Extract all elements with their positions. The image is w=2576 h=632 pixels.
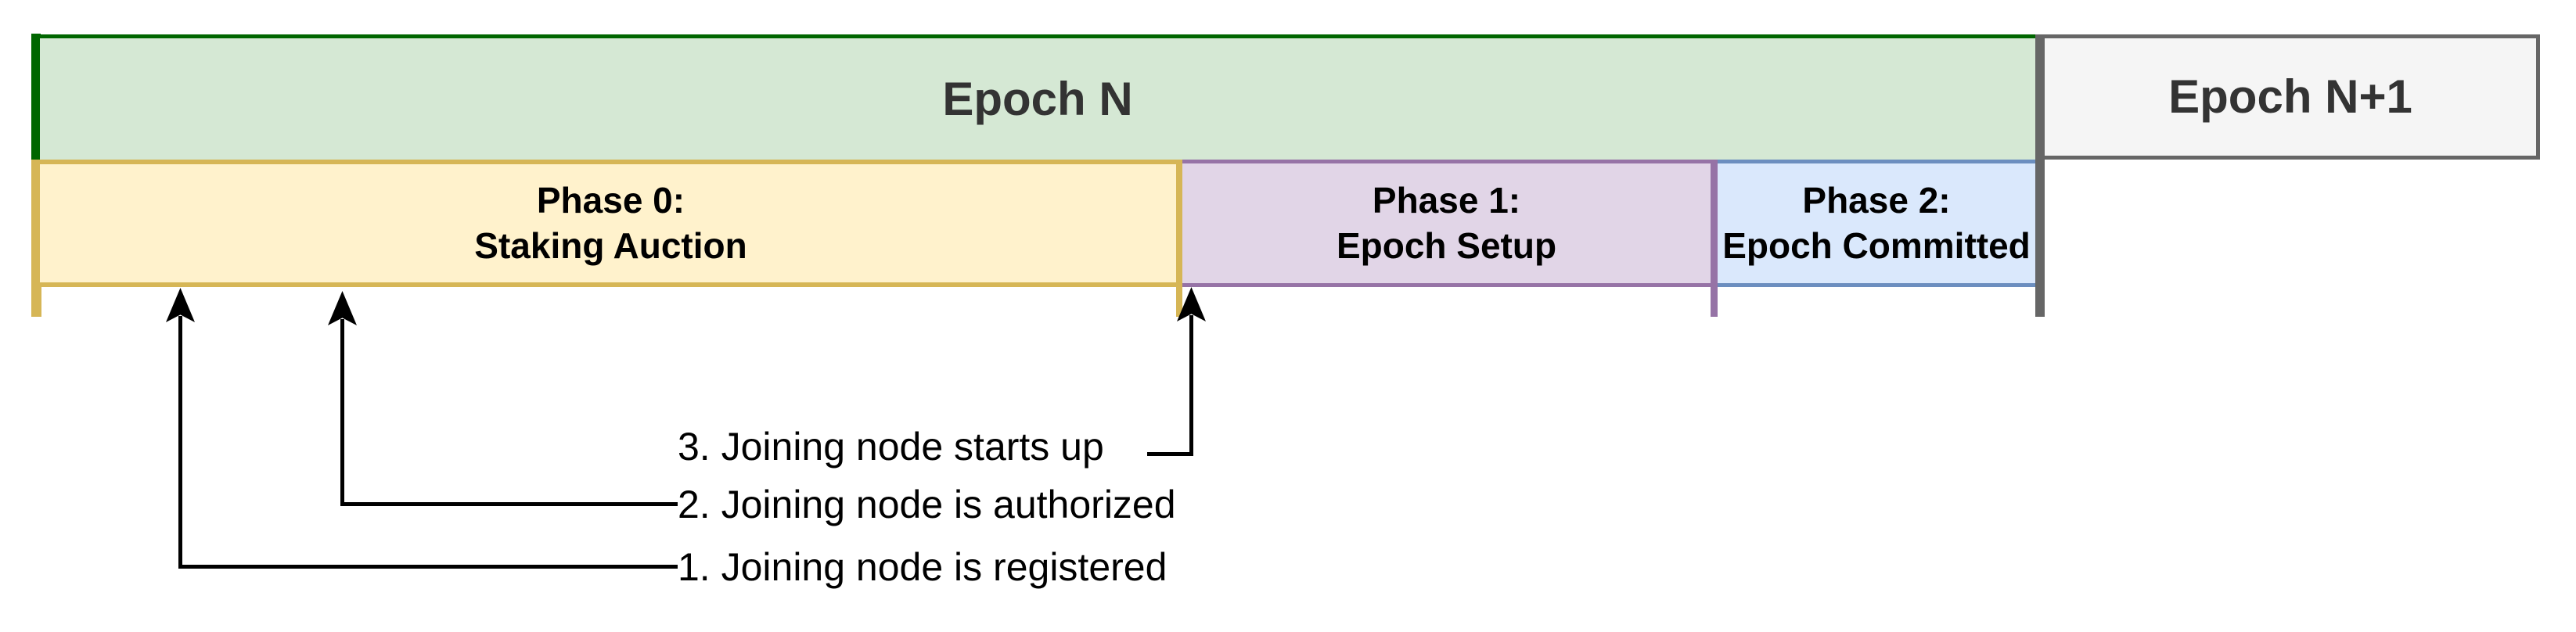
phase-1-line2: Epoch Setup <box>1336 224 1557 266</box>
annotation-3-label: 3. Joining node starts up <box>678 425 1104 469</box>
arrow-2-connector <box>340 502 678 506</box>
phase-2-box: Phase 2: Epoch Committed <box>1718 160 2035 287</box>
arrow-1-shaft <box>178 316 182 569</box>
phase-0-box: Phase 0: Staking Auction <box>40 160 1182 287</box>
phase-0-end-tick <box>1176 160 1182 317</box>
phase-0-label: Phase 0: Staking Auction <box>474 178 747 269</box>
phase-0-start-tick <box>31 160 41 317</box>
annotation-2-label: 2. Joining node is authorized <box>678 483 1176 526</box>
epoch-n-label: Epoch N <box>942 72 1133 125</box>
epoch-boundary-bar <box>2035 34 2045 317</box>
annotation-1-label: 1. Joining node is registered <box>678 545 1167 589</box>
epoch-n-start-tick <box>31 34 41 160</box>
arrow-3-shaft <box>1189 315 1193 456</box>
arrow-2-shaft <box>340 319 344 506</box>
epoch-n1-label: Epoch N+1 <box>2168 70 2412 123</box>
phase-2-label: Phase 2: Epoch Committed <box>1722 178 2031 269</box>
phase-2-line2: Epoch Committed <box>1722 224 2031 266</box>
phase-2-line1: Phase 2: <box>1802 179 1951 221</box>
phase-1-line1: Phase 1: <box>1372 179 1521 221</box>
phase-1-end-tick <box>1711 160 1718 317</box>
phase-0-line2: Staking Auction <box>474 224 747 266</box>
epoch-n-box: Epoch N <box>40 34 2035 160</box>
arrow-1-connector <box>178 565 678 569</box>
epoch-n1-box: Epoch N+1 <box>2045 34 2540 160</box>
arrow-3-connector <box>1147 452 1193 456</box>
phase-0-line1: Phase 0: <box>536 179 685 221</box>
phase-1-box: Phase 1: Epoch Setup <box>1182 160 1711 287</box>
phase-1-label: Phase 1: Epoch Setup <box>1337 178 1556 269</box>
